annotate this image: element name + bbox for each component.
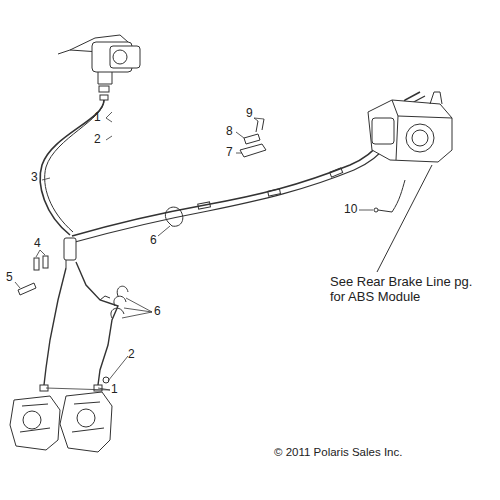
callout-number: 4 [34,237,41,251]
callout-number: 1 [94,111,101,125]
banjo-fitting [40,377,109,391]
brake-caliper [10,396,60,450]
line-clip [111,286,128,318]
callout-number: 10 [344,203,357,217]
grommet [165,207,182,226]
abs-module [368,92,452,162]
callout-number: 9 [246,107,253,121]
brake-tee [64,238,76,268]
master-cylinder [58,35,140,84]
sensor-wire [378,180,405,212]
brake-line [100,296,110,300]
callout-number: 6 [154,305,161,319]
callout-number: 2 [128,348,135,362]
callout-number: 5 [6,271,13,285]
callout-number: 3 [31,171,38,185]
brake-caliper [60,392,112,452]
banjo-fitting [99,86,109,100]
callout-number: 8 [226,125,233,139]
leader-line [377,165,432,272]
line-ferrule [198,168,343,209]
brake-line [45,100,104,232]
sensor-wire [374,208,378,212]
callout-number: 7 [226,146,233,160]
leader-line [15,112,373,390]
brake-line [44,268,66,385]
callout-number: 1 [111,383,118,397]
bolt [18,256,48,295]
brake-line [40,100,104,235]
brake-line [76,262,118,385]
note-text: See Rear Brake Line pg. for ABS Module [330,275,480,305]
callout-number: 6 [150,234,157,248]
copyright-text: © 2011 Polaris Sales Inc. [274,446,402,459]
callout-number: 2 [94,133,101,147]
